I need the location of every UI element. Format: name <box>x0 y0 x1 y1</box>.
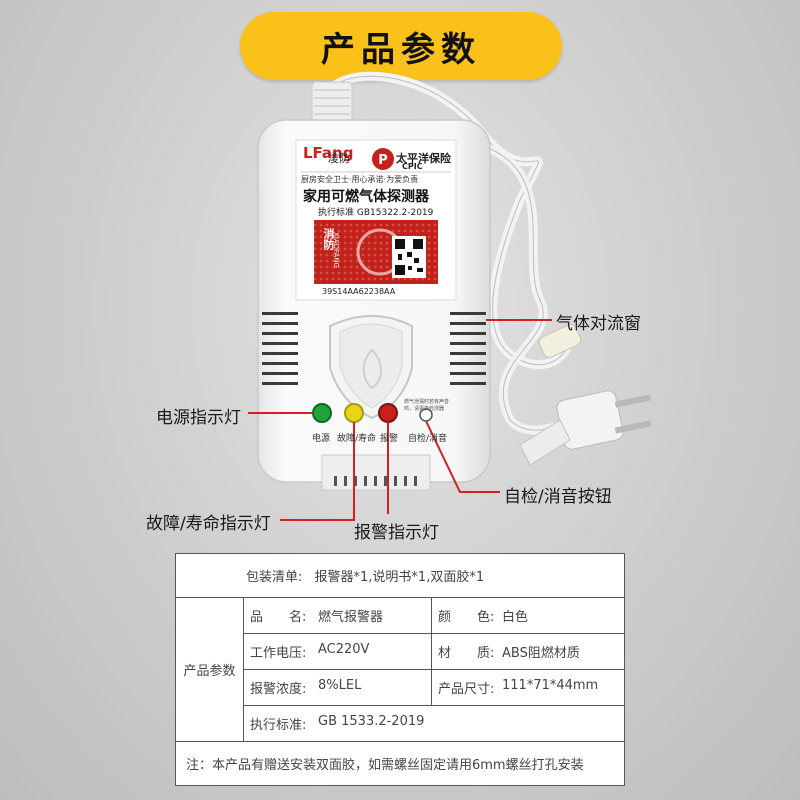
device-note-1: 燃气泄漏时若有声音 <box>404 399 450 405</box>
install-note: 注：本产品有赠送安装双面胶，如需螺丝固定请用6mm螺丝打孔安装 <box>186 758 584 773</box>
spec-row-note: 注：本产品有赠送安装双面胶，如需螺丝固定请用6mm螺丝打孔安装 <box>175 741 625 786</box>
product-name-label: 家用可燃气体探测器 <box>303 189 429 205</box>
fault-led <box>344 403 364 423</box>
spec-value: 白色 <box>502 610 529 625</box>
spec-key: 品 名: <box>250 610 307 625</box>
spec-table: 包装清单: 报警器*1,说明书*1,双面胶*1 产品参数 品 名: 燃气报警器 颜… <box>175 553 625 786</box>
packing-cell: 包装清单: 报警器*1,说明书*1,双面胶*1 <box>175 553 625 598</box>
spec-value: 8%LEL <box>318 678 362 693</box>
spec-key: 产品尺寸: <box>438 682 495 697</box>
spec-row-packing: 包装清单: 报警器*1,说明书*1,双面胶*1 <box>175 553 625 598</box>
spec-key: 执行标准: <box>250 718 307 733</box>
spec-key: 工作电压: <box>250 646 307 661</box>
spec-row-standard: 执行标准: GB 1533.2-2019 <box>176 705 625 742</box>
section-label: 产品参数 <box>183 664 236 679</box>
led-label-alarm: 报警 <box>380 434 399 444</box>
packing-value: 报警器*1,说明书*1,双面胶*1 <box>314 570 485 585</box>
slogan: 厨房安全卫士·用心承诺·为爱负责 <box>301 175 419 184</box>
led-label-fault: 故障/寿命 <box>337 434 377 444</box>
callout-test-button: 自检/消音按钮 <box>504 487 612 507</box>
callout-power-led: 电源指示灯 <box>156 408 241 428</box>
callout-fault-led: 故障/寿命指示灯 <box>146 514 271 534</box>
spec-key: 材 质: <box>438 646 495 661</box>
spec-value: 燃气报警器 <box>318 610 384 625</box>
spec-value: ABS阻燃材质 <box>502 646 580 661</box>
svg-text:P: P <box>378 153 388 168</box>
brand-logo: LFang <box>303 144 354 162</box>
spec-row-name: 产品参数 品 名: 燃气报警器 颜 色: 白色 <box>175 597 625 742</box>
spec-cell: 报警浓度: 8%LEL <box>243 669 432 706</box>
led-label-test: 自检/消音 <box>408 434 448 444</box>
qr-code-icon <box>395 239 423 275</box>
packing-label: 包装清单: <box>246 570 303 585</box>
spec-cell: 品 名: 燃气报警器 <box>243 597 432 634</box>
insurer-name: 太平洋保险 <box>396 152 451 165</box>
spec-row-voltage: 工作电压: AC220V 材 质: ABS阻燃材质 <box>176 633 625 670</box>
alarm-led <box>378 403 398 423</box>
spec-cell: 产品尺寸: 111*71*44mm <box>431 669 625 706</box>
standard-label: 执行标准 GB15322.2-2019 <box>318 208 434 218</box>
gas-detector-illustration: P <box>248 71 652 521</box>
spec-cell: 颜 色: 白色 <box>431 597 625 634</box>
callout-vent: 气体对流窗 <box>556 314 641 334</box>
insurer-abbr: CPIC <box>402 162 423 171</box>
spec-cell: 材 质: ABS阻燃材质 <box>431 633 625 670</box>
device-note-2: 鸣，请更换检测器 <box>404 406 445 412</box>
label-tag: 消防 <box>322 228 335 250</box>
note-cell: 注：本产品有赠送安装双面胶，如需螺丝固定请用6mm螺丝打孔安装 <box>175 741 625 786</box>
spec-value: AC220V <box>318 642 370 657</box>
power-plug <box>519 390 652 466</box>
vent-left <box>262 312 298 385</box>
spec-key: 颜 色: <box>438 610 495 625</box>
title-banner: 产品参数 <box>240 12 562 80</box>
spec-key: 报警浓度: <box>250 682 307 697</box>
brand-cn: 凌防 <box>328 152 350 165</box>
section-label-cell: 产品参数 <box>175 597 244 742</box>
spec-value: GB 1533.2-2019 <box>318 714 425 729</box>
spec-cell: 工作电压: AC220V <box>243 633 432 670</box>
led-label-power: 电源 <box>312 434 331 444</box>
vent-right <box>450 312 486 385</box>
spec-value: 111*71*44mm <box>502 678 599 693</box>
serial-number: 39S14AA62238AA <box>322 287 396 296</box>
spec-cell: 执行标准: GB 1533.2-2019 <box>243 705 625 742</box>
callout-alarm-led: 报警指示灯 <box>354 523 439 543</box>
page-title: 产品参数 <box>321 29 481 70</box>
power-led <box>312 403 332 423</box>
spec-row-alarm: 报警浓度: 8%LEL 产品尺寸: 111*71*44mm <box>176 669 625 706</box>
label-tag-sub: XIAOFANG <box>332 232 340 268</box>
